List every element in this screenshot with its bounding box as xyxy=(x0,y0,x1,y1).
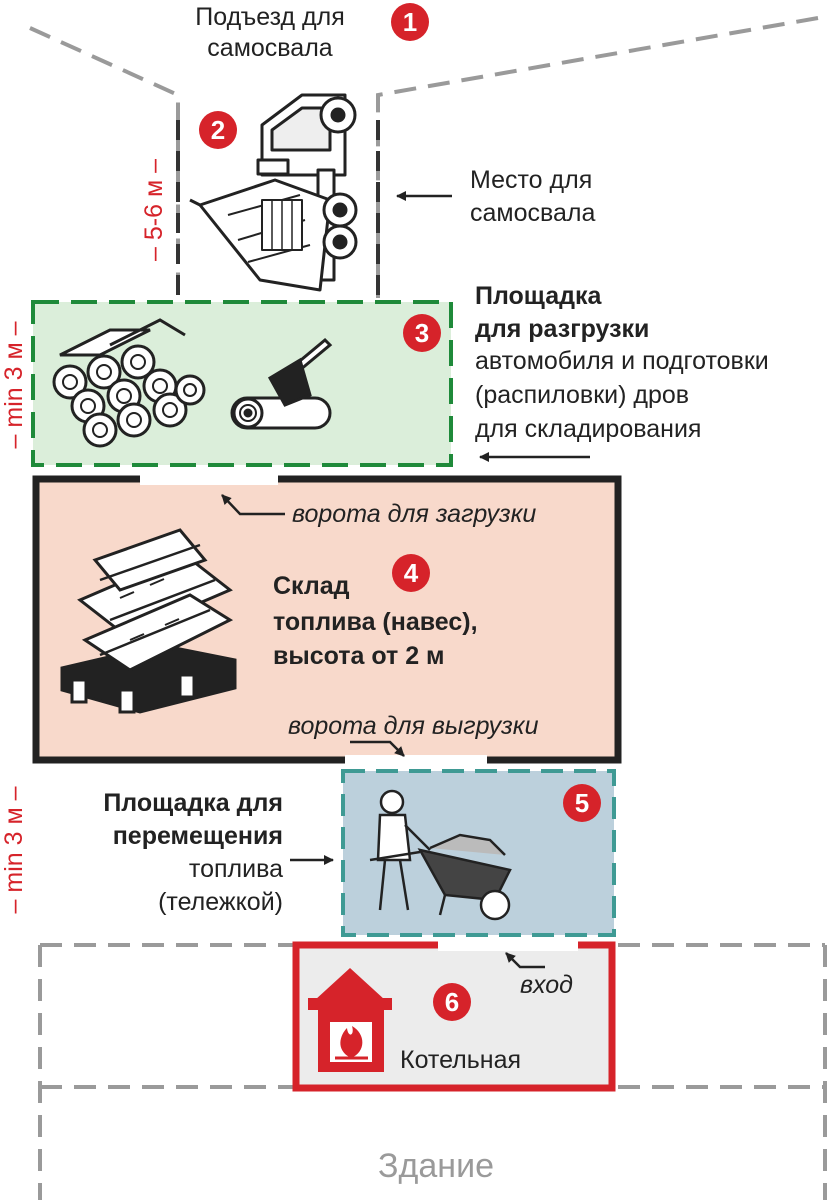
step-3-text-line-3: для складирования xyxy=(475,415,701,443)
dimension-truck-zone: – 5-6 м – xyxy=(140,159,168,261)
step-6-badge: 6 xyxy=(433,983,471,1021)
svg-text:5: 5 xyxy=(575,788,589,818)
step-2-label-line-1: Место для xyxy=(470,166,592,194)
dimension-move-zone: – min 3 м – xyxy=(0,786,28,913)
loading-gate xyxy=(140,474,278,485)
step-2-badge: 2 xyxy=(199,111,237,149)
building-label: Здание xyxy=(378,1147,494,1185)
step-5-badge: 5 xyxy=(563,784,601,822)
svg-text:6: 6 xyxy=(445,987,459,1017)
step-5-text-line-2: (тележкой) xyxy=(158,888,283,916)
step-3-title-line-1: Площадка xyxy=(475,282,602,310)
step-1-badge: 1 xyxy=(391,3,429,41)
step-5-text-line-1: топлива xyxy=(189,855,283,883)
entrance-gap xyxy=(438,940,578,951)
dimension-unload-zone: – min 3 м – xyxy=(0,321,28,448)
step-1-label-line-2: самосвала xyxy=(207,34,332,62)
firewood-pallet-icon xyxy=(60,528,237,714)
svg-text:1: 1 xyxy=(403,7,417,37)
unloading-gate-arrow xyxy=(350,740,405,757)
step-5-title-line-2: перемещения xyxy=(113,822,283,850)
step-4-title-line-3: высота от 2 м xyxy=(273,642,445,670)
entrance-arrow xyxy=(505,952,545,969)
step-5-title-line-1: Площадка для xyxy=(103,789,283,817)
boiler-room-label: Котельная xyxy=(400,1046,521,1074)
svg-text:4: 4 xyxy=(404,558,419,588)
step-4-badge: 4 xyxy=(392,554,430,592)
step-3-text-line-2: (распиловки) дров xyxy=(475,381,689,409)
step-4-title-line-1: Склад xyxy=(273,572,350,600)
loading-gate-arrow xyxy=(221,494,285,516)
log-pile-icon xyxy=(52,318,206,448)
step-1-label-line-1: Подъезд для xyxy=(195,3,345,31)
step-3-text-line-1: автомобиля и подготовки xyxy=(475,347,769,375)
step-2-label-line-2: самосвала xyxy=(470,199,595,227)
loading-gate-label: ворота для загрузки xyxy=(292,500,536,528)
step-4-title-line-2: топлива (навес), xyxy=(273,608,478,636)
unloading-gate xyxy=(345,755,487,766)
furnace-icon xyxy=(308,968,392,1072)
dump-truck-icon xyxy=(189,93,358,292)
entrance-label: вход xyxy=(520,971,573,999)
svg-text:3: 3 xyxy=(415,318,429,348)
step-3-title-line-2: для разгрузки xyxy=(475,315,649,343)
step-3-badge: 3 xyxy=(403,314,441,352)
svg-text:2: 2 xyxy=(211,115,225,145)
wheelbarrow-man-icon xyxy=(369,789,512,921)
axe-log-icon xyxy=(230,337,333,430)
unloading-gate-label: ворота для выгрузки xyxy=(288,712,539,740)
